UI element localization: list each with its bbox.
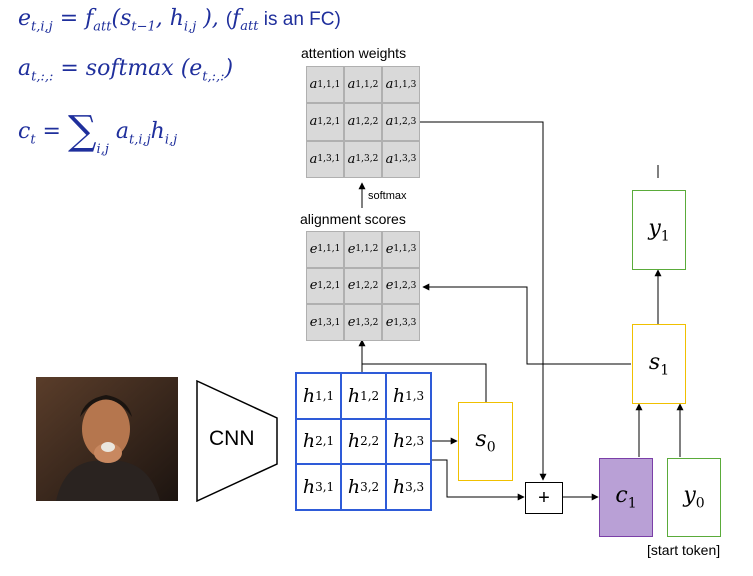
y1-label: y1 xyxy=(648,215,670,245)
attention-weights-label: attention weights xyxy=(301,45,407,61)
s1-label: s1 xyxy=(648,349,670,379)
h-to-plus-arrow xyxy=(430,459,525,501)
formula-a: at,:,: = softmax (et,:,:) xyxy=(18,56,234,85)
alignment-scores-label: alignment scores xyxy=(300,211,406,227)
formula-e: et,i,j = fatt(st−1, hi,j ), (fatt is an … xyxy=(18,6,341,35)
cnn-label: CNN xyxy=(209,427,255,450)
s0-label: s0 xyxy=(475,427,496,456)
formula-note: (fatt is an FC) xyxy=(225,6,341,34)
c1-box: c1 xyxy=(599,458,653,537)
y0-box: y0 xyxy=(667,458,721,537)
y0-label: y0 xyxy=(683,483,705,512)
y1-box: y1 xyxy=(632,190,686,270)
c1-label: c1 xyxy=(615,483,637,512)
a-to-plus-arrow xyxy=(420,121,547,481)
plus-node: + xyxy=(525,482,563,514)
softmax-label: softmax xyxy=(368,190,407,202)
start-token-label: [start token] xyxy=(647,542,721,558)
s0-box: s0 xyxy=(458,402,513,481)
photo-illustration xyxy=(36,377,178,501)
man-eating-photo xyxy=(36,377,178,501)
s1-box: s1 xyxy=(632,324,686,404)
s1-to-e-arrow xyxy=(422,283,631,365)
s0-to-e-line xyxy=(362,363,487,402)
cnn-block xyxy=(196,380,278,502)
formula-c: ct = ∑i,j at,i,jhi,j xyxy=(18,108,178,158)
